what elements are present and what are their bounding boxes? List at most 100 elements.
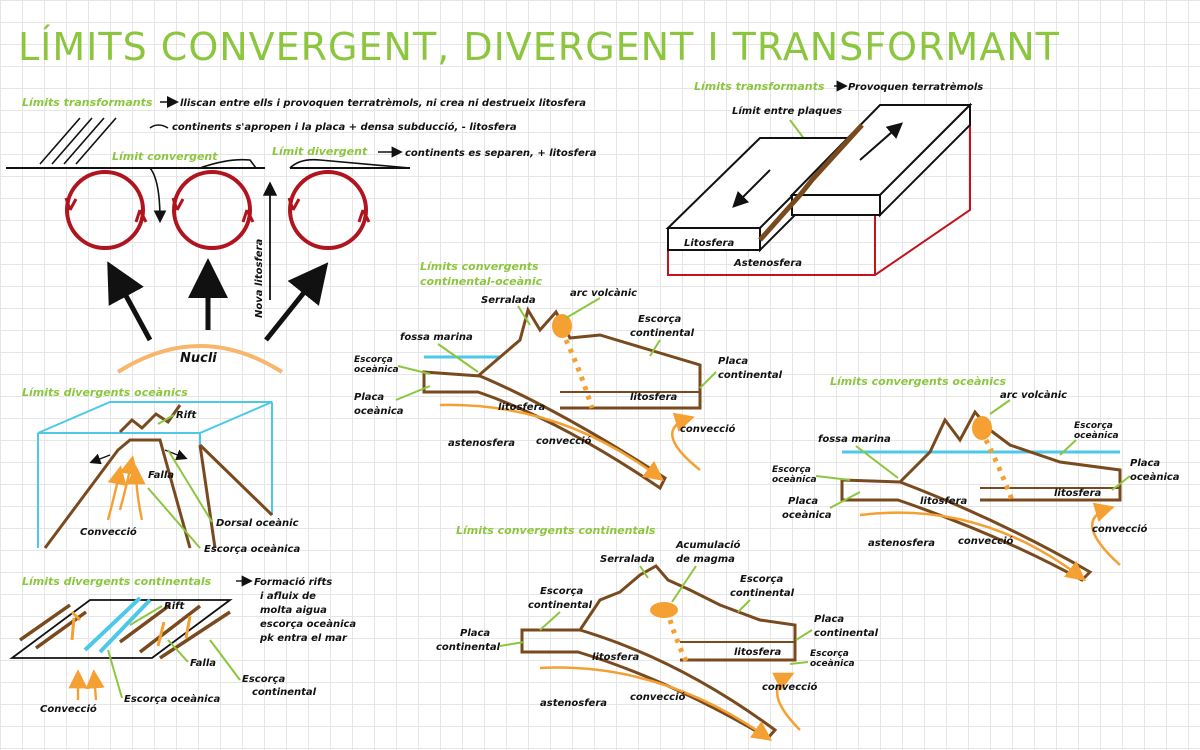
div-continental-fault-label: Falla — [190, 658, 216, 669]
div-continental-desc-5: pk entra el mar — [259, 633, 348, 644]
overview-new-lithosphere: Nova litosfera — [254, 238, 265, 318]
conv-cc-cont-plate-l-1: Placa — [460, 628, 490, 639]
div-oceanic-title: Límits divergents oceànics — [22, 386, 188, 399]
overview-transform-stripes — [39, 117, 117, 165]
conv-co-cont-plate-2: continental — [718, 370, 783, 381]
conv-co-continental-plate — [477, 306, 702, 410]
conv-cc-cont-plate-r-2: continental — [814, 628, 879, 639]
conv-cc-overriding-plate — [578, 564, 797, 662]
div-continental-oceanic-leader — [107, 649, 123, 699]
overview-bracket — [149, 124, 169, 129]
conv-co-lithosphere-1: litosfera — [498, 402, 546, 413]
conv-cc-cont-plate-r-1: Placa — [814, 614, 844, 625]
conv-co-range-label: Serralada — [481, 295, 536, 306]
conv-cc-cont-crust-r-1: Escorça — [740, 574, 783, 585]
div-oceanic-spread-left — [89, 453, 111, 465]
conv-oo-oc-crust-l-leader — [815, 475, 851, 481]
div-oceanic-fault-label: Falla — [148, 470, 174, 481]
conv-cc-magma-leader — [671, 565, 697, 603]
transform-arrow-left — [732, 169, 771, 208]
convection-cell-1-arrow — [64, 197, 78, 211]
div-continental-desc-2: i afluix de — [260, 591, 316, 602]
div-continental-conv-2 — [85, 669, 105, 701]
conv-oo-volcano-magma — [972, 416, 992, 440]
div-continental-block — [9, 599, 233, 659]
transform-title-desc: Provoquen terratrèmols — [848, 81, 983, 93]
conv-oo-magma-rise — [983, 438, 1015, 501]
conv-cc-title: Límits convergents continentals — [456, 524, 656, 537]
conv-cc-conv-left — [539, 666, 773, 741]
div-oceanic-oceanic-crust-label: Escorça oceànica — [204, 543, 300, 555]
div-continental-block-marks-2 — [156, 615, 192, 647]
conv-oo-convection-1: convecció — [958, 535, 1014, 547]
conv-co-cont-plate-1: Placa — [718, 356, 748, 367]
div-oceanic-water-edges — [37, 402, 273, 548]
conv-cc-range-label: Serralada — [600, 554, 655, 565]
conv-co-cont-crust-1: Escorça — [638, 314, 681, 325]
overview-convergent-label: Límit convergent — [112, 150, 218, 163]
conv-cc-magma-chamber — [650, 602, 678, 618]
conv-oo-lithosphere-1: litosfera — [920, 496, 968, 507]
div-continental-title: Límits divergents continentals — [22, 575, 212, 588]
conv-oo-trench-label: fossa marina — [818, 434, 891, 445]
conv-oo-subducting-plate — [840, 478, 1093, 582]
conv-oo-trench-leader — [855, 445, 899, 479]
overview-subduction-arrow — [149, 167, 167, 224]
overview-divergent-desc: continents es separen, + litosfera — [405, 148, 597, 159]
div-continental-block-marks — [70, 610, 82, 641]
conv-oo-oc-plate-r-leader — [1111, 475, 1131, 491]
div-continental-crust-label-1: Escorça — [242, 674, 285, 685]
convection-cell-3-arrow — [287, 197, 301, 211]
div-continental-faults — [18, 603, 231, 660]
transform-block-diagram: Límits transformants Provoquen terratrèm… — [665, 80, 983, 276]
conv-oo-oc-plate-r-2: oceànica — [1130, 471, 1180, 483]
conv-co-cont-crust-leader — [649, 339, 661, 357]
convection-cell-1 — [65, 170, 145, 250]
conv-oo-asthenosphere: astenosfera — [868, 538, 935, 549]
conv-co-lithosphere-2: litosfera — [630, 392, 678, 403]
div-continental-convection-label: Convecció — [40, 703, 97, 715]
conv-co-oceanic-plate — [422, 370, 667, 491]
convection-cell-2-arrow — [171, 197, 185, 211]
conv-cc-magma-label-2: de magma — [676, 554, 735, 565]
conv-co-convection-1: convecció — [536, 435, 592, 447]
overview-convergent-bump — [199, 158, 257, 169]
conv-cc-asthenosphere: astenosfera — [540, 698, 607, 709]
conv-oo-oc-plate-r-1: Placa — [1130, 458, 1160, 469]
div-oceanic-crust-leader — [147, 487, 201, 549]
convection-cell-3-arrow-2 — [357, 209, 371, 223]
overview-transform-desc-2: continents s'apropen i la placa + densa … — [172, 121, 517, 133]
conv-co-arc-label: arc volcànic — [570, 287, 637, 299]
conv-oo-arc-leader — [989, 399, 1011, 415]
div-continental-desc-3: molta aigua — [260, 605, 327, 616]
transform-fault-line — [758, 123, 864, 242]
convection-cell-2 — [172, 170, 252, 250]
conv-co-cont-crust-2: continental — [630, 328, 695, 339]
core-arrow-left — [107, 261, 153, 342]
conv-co-asthenosphere: astenosfera — [448, 438, 515, 449]
convergent-continental-diagram: Límits convergents continentals Serralad… — [436, 524, 879, 741]
conv-co-oc-crust-leader — [397, 365, 431, 375]
conv-co-oc-crust-2: oceànica — [354, 365, 399, 375]
conv-cc-lithosphere-1: litosfera — [592, 652, 640, 663]
div-continental-oceanic-crust-label: Escorça oceànica — [124, 693, 220, 705]
conv-oo-conv-left — [859, 511, 1086, 582]
div-oceanic-conv-3 — [126, 465, 146, 521]
conv-co-magma-rise — [563, 338, 595, 409]
conv-co-conv-left — [439, 403, 664, 482]
convergent-continental-oceanic-diagram: Límits convergents continental-oceànic S… — [354, 260, 783, 491]
conv-cc-cont-crust-l-leader — [539, 611, 561, 631]
div-continental-desc-1: Formació rifts — [254, 576, 332, 588]
conv-oo-lithosphere-2: litosfera — [1054, 488, 1102, 499]
convection-cell-3 — [288, 170, 368, 250]
convection-cell-2-arrow-2 — [241, 209, 255, 223]
conv-co-title-1: Límits convergents — [420, 260, 539, 273]
conv-co-title-2: continental-oceànic — [420, 275, 543, 288]
div-continental-desc-4: escorça oceànica — [260, 618, 356, 630]
transform-title: Límits transformants — [694, 80, 825, 93]
conv-co-oc-plate-leader — [395, 385, 431, 401]
conv-cc-range-leader — [639, 565, 649, 579]
div-oceanic-rift-label: Rift — [176, 410, 197, 421]
conv-cc-cont-plate-l-leader — [499, 641, 525, 647]
